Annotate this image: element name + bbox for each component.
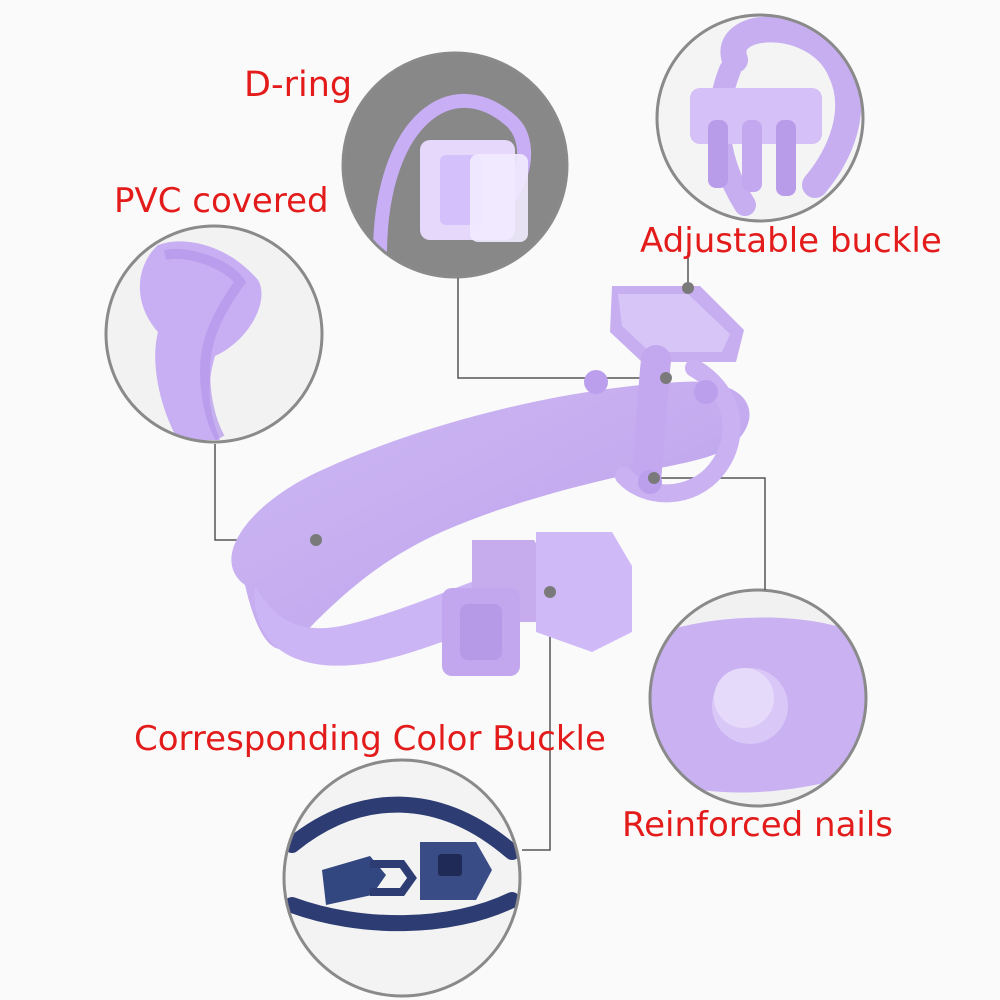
label-adjustable-buckle: Adjustable buckle [640,221,942,261]
marker-corresponding-color-buckle [544,586,556,598]
callout-markers [310,282,694,598]
inset-pvc-strap-closeup [104,224,324,444]
marker-pvc-covered [310,534,322,546]
label-d-ring: D-ring [244,65,353,105]
inset-d-ring-closeup [341,51,569,279]
label-reinforced-nails: Reinforced nails [622,805,894,845]
inset-reinforced-nail-closeup [648,588,868,808]
label-corresponding-color-buckle: Corresponding Color Buckle [134,719,606,759]
inset-navy-buckle-closeup [282,758,522,998]
marker-reinforced-nails [648,472,660,484]
label-pvc-covered: PVC covered [114,181,329,221]
main-collar-image [231,286,750,676]
marker-adjustable-buckle [682,282,694,294]
marker-d-ring [660,372,672,384]
inset-adjustable-buckle-closeup [655,13,865,223]
